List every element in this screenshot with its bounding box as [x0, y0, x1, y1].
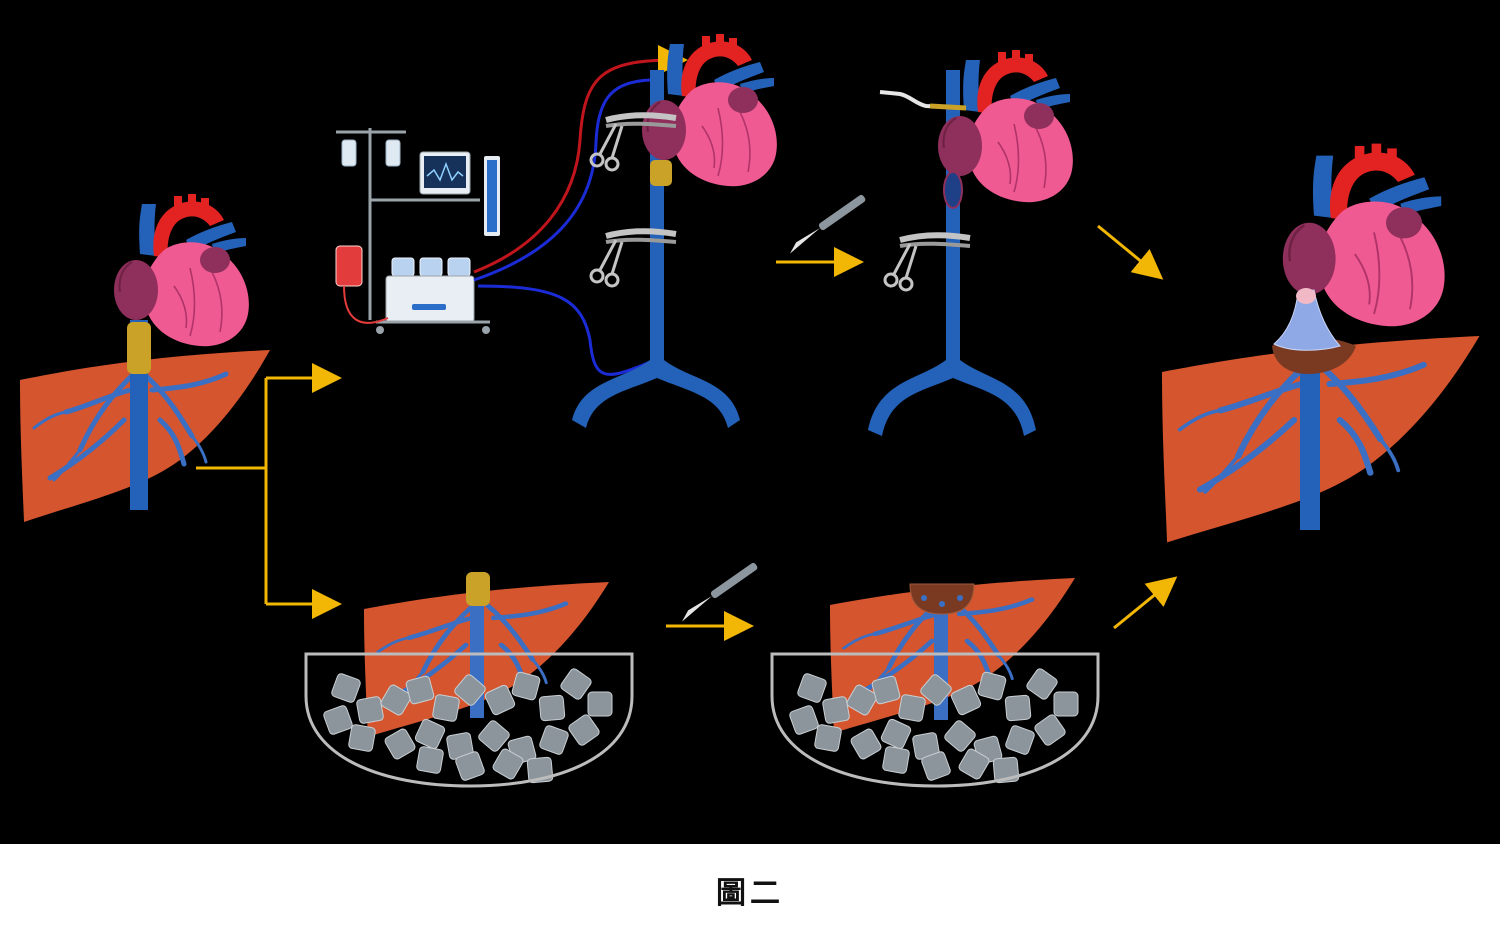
- branch-arrow-icon: [196, 363, 342, 619]
- graft-connector: [1273, 289, 1341, 351]
- ivc-cuff: [650, 160, 672, 186]
- combined-graft-group: [1162, 142, 1480, 543]
- liver-cuff: [466, 572, 490, 606]
- suction-tube-icon: [879, 90, 967, 110]
- scalpel-icon: [678, 561, 759, 622]
- ivc-trunk: [572, 70, 740, 428]
- procedure-diagram: [0, 0, 1500, 844]
- caval-cuff: [909, 583, 975, 615]
- perfused-heart-group: [572, 33, 778, 428]
- excised-heart-group: [868, 49, 1074, 436]
- open-ivc-end: [943, 171, 963, 209]
- donor-ivc-cuff: [127, 322, 151, 374]
- trimmed-liver-group: [770, 578, 1100, 788]
- figure-caption: 圖二: [716, 876, 784, 911]
- scalpel-icon: [786, 193, 867, 254]
- cold-storage-liver-group: [304, 572, 634, 788]
- ice-bowl-icon: [770, 652, 1100, 788]
- ivc-trunk-right: [868, 70, 1036, 436]
- perfusion-machine-icon: [335, 128, 500, 334]
- ice-bowl-icon: [304, 652, 634, 788]
- arrow-icon: [1113, 576, 1178, 630]
- donor-organs: [20, 193, 270, 522]
- perfusion-tubes: [473, 45, 688, 376]
- arrow-icon: [1097, 224, 1164, 280]
